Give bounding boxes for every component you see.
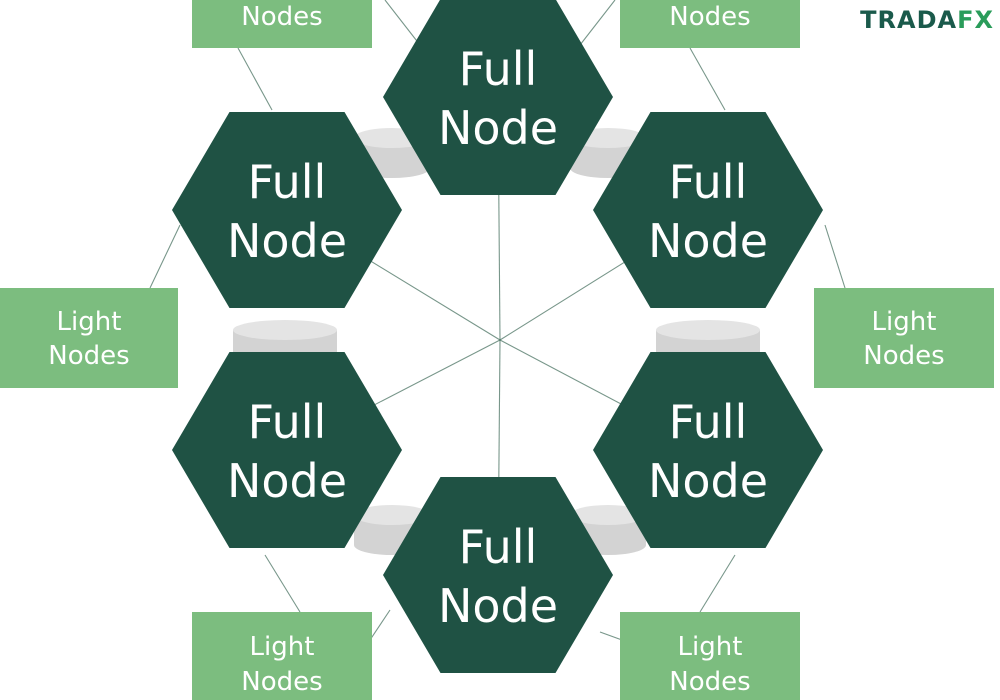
light-connector-3 bbox=[824, 224, 846, 289]
logo-accent: FX bbox=[957, 6, 994, 34]
light-node-label-line1: Light bbox=[250, 632, 315, 662]
light-connector-4 bbox=[264, 554, 301, 613]
cylinder-top bbox=[233, 320, 337, 340]
light-node-box bbox=[192, 0, 372, 48]
light-connector-extra-1 bbox=[579, 0, 616, 46]
light-node-label-line1: Light bbox=[872, 307, 937, 337]
light-node-box bbox=[192, 612, 372, 700]
light-connector-extra-2 bbox=[369, 609, 391, 641]
logo-word: TRADA bbox=[860, 6, 958, 34]
tradafx-logo: TRADAFX bbox=[860, 6, 994, 34]
cylinder-top bbox=[570, 505, 646, 525]
light-node-label-line1: Light bbox=[678, 632, 743, 662]
full-node-label-line1: Full bbox=[248, 155, 327, 209]
full-node-label-line1: Full bbox=[459, 520, 538, 574]
light-connector-5 bbox=[699, 554, 736, 613]
light-node-box bbox=[620, 612, 800, 700]
light-node: Nodes bbox=[192, 0, 372, 48]
full-node-label-line1: Full bbox=[248, 395, 327, 449]
light-node-label-line1: Light bbox=[57, 307, 122, 337]
light-node-label-line2: Nodes bbox=[241, 667, 322, 697]
cylinder-top bbox=[354, 505, 430, 525]
light-node-box bbox=[0, 288, 178, 388]
full-node-hexagon bbox=[383, 477, 613, 673]
full-node-label-line2: Node bbox=[438, 101, 558, 155]
full-node-label-line1: Full bbox=[459, 42, 538, 96]
full-node-hexagon bbox=[593, 352, 823, 548]
light-node-label-line2: Nodes bbox=[669, 2, 750, 32]
light-node: Nodes bbox=[620, 0, 800, 48]
full-node-label-line1: Full bbox=[669, 395, 748, 449]
light-node-label-line2: Nodes bbox=[669, 667, 750, 697]
light-connector-extra-3 bbox=[599, 631, 623, 641]
full-node-label-line2: Node bbox=[648, 214, 768, 268]
light-connector-extra-0 bbox=[384, 0, 421, 46]
full-node-label-line2: Node bbox=[648, 454, 768, 508]
light-node-label-line2: Nodes bbox=[241, 2, 322, 32]
full-node-label-line2: Node bbox=[438, 579, 558, 633]
full-nodes: FullNodeFullNodeFullNodeFullNodeFullNode… bbox=[172, 0, 823, 673]
light-connector-1 bbox=[689, 47, 726, 111]
light-node-label-line2: Nodes bbox=[48, 341, 129, 371]
light-node-label-line2: Nodes bbox=[863, 341, 944, 371]
light-connector-0 bbox=[237, 47, 273, 111]
full-node-hexagon bbox=[383, 0, 613, 195]
light-connector-2 bbox=[149, 224, 181, 289]
full-node-hexagon bbox=[172, 112, 402, 308]
full-node-label-line2: Node bbox=[227, 454, 347, 508]
full-node-label-line2: Node bbox=[227, 214, 347, 268]
cylinder-top bbox=[656, 320, 760, 340]
full-node-hexagon bbox=[172, 352, 402, 548]
light-node-box bbox=[814, 288, 994, 388]
light-node-box bbox=[620, 0, 800, 48]
full-node-hexagon bbox=[593, 112, 823, 308]
full-node-label-line1: Full bbox=[669, 155, 748, 209]
